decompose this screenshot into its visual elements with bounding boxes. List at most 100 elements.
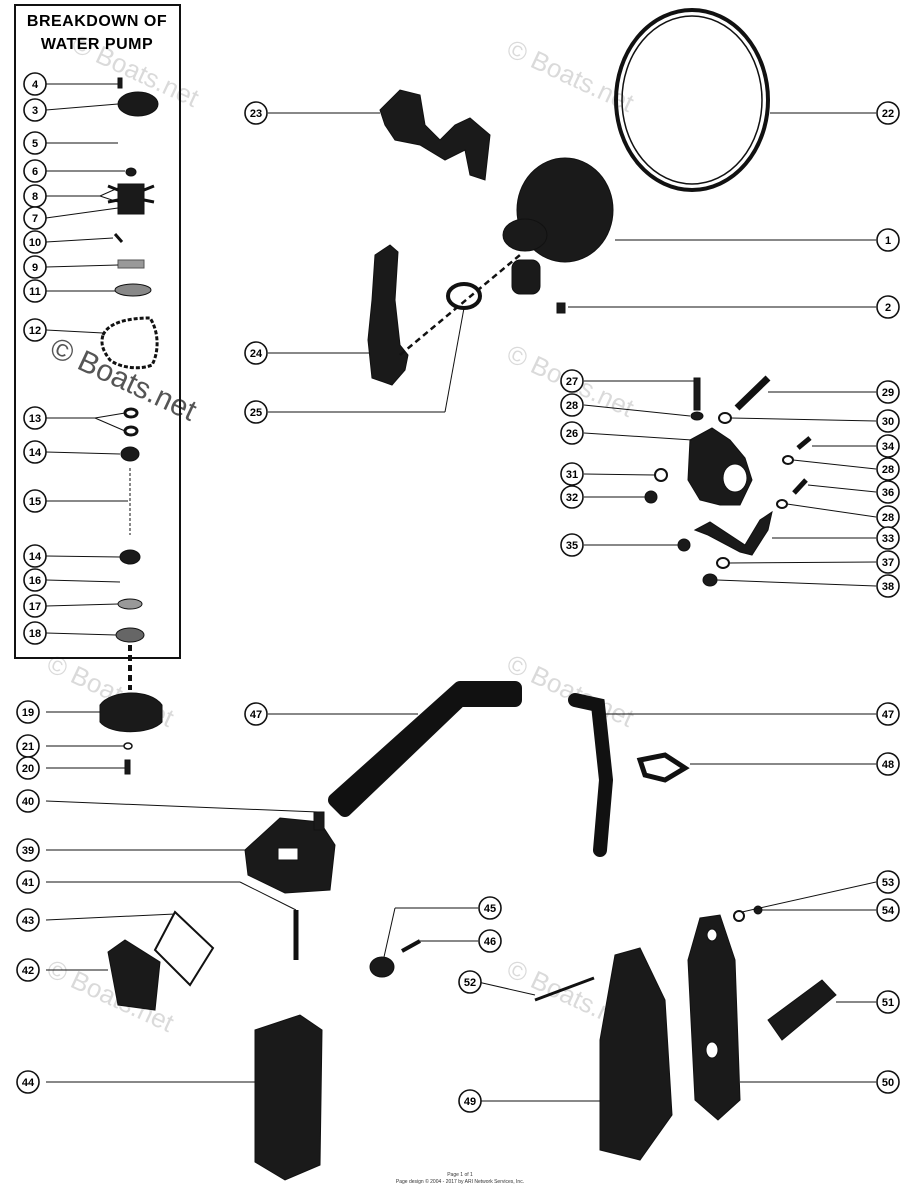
callout-number: 26: [566, 428, 578, 440]
callout-number: 19: [22, 707, 34, 719]
key-part-6: [125, 167, 137, 177]
callout-number: 31: [566, 469, 578, 481]
callout-51: 51: [876, 990, 900, 1014]
callout-number: 7: [32, 213, 38, 225]
plate-hole-top: [706, 928, 718, 942]
callout-circle: [23, 131, 47, 155]
callout-32: 32: [560, 485, 584, 509]
nut-part-32: [644, 490, 658, 504]
dashed-hose-line: [399, 254, 521, 356]
callout-circle: [23, 230, 47, 254]
washer-part-37: [716, 557, 730, 569]
callout-circle: [23, 440, 47, 464]
callout-circle: [458, 1089, 482, 1113]
impeller-vanes: [107, 184, 155, 204]
callout-number: 2: [885, 302, 891, 314]
screw-part-36: [792, 478, 808, 495]
callout-circle: [876, 574, 900, 598]
plate-part-9: [117, 259, 145, 269]
callout-36: 36: [876, 480, 900, 504]
callout-number: 8: [32, 191, 38, 203]
watermark-text: © Boats.net: [502, 648, 639, 733]
callout-number: 39: [22, 845, 34, 857]
ring-part-13b: [123, 425, 139, 437]
callout-circle: [16, 958, 40, 982]
callout-28: 28: [876, 505, 900, 529]
callout-circle: [23, 621, 47, 645]
callout-circle: [23, 279, 47, 303]
callout-17: 17: [23, 594, 47, 618]
callout-number: 10: [29, 237, 41, 249]
callout-number: 34: [882, 441, 895, 453]
callout-29: 29: [876, 380, 900, 404]
callout-13: 13: [23, 406, 47, 430]
callout-circle: [16, 908, 40, 932]
callout-30: 30: [876, 409, 900, 433]
callout-number: 50: [882, 1077, 894, 1089]
plate-part-42: [107, 939, 161, 1011]
callout-11: 11: [23, 279, 47, 303]
callout-14: 14: [23, 544, 47, 568]
callout-37: 37: [876, 550, 900, 574]
callout-number: 25: [250, 407, 262, 419]
callout-circle: [16, 838, 40, 862]
housing-part-18: [115, 627, 145, 643]
o-ring-inner: [621, 15, 763, 185]
callout-27: 27: [560, 369, 584, 393]
callout-number: 40: [22, 796, 34, 808]
washer-part-28b: [782, 455, 794, 465]
callout-circle: [876, 409, 900, 433]
callout-50: 50: [876, 1070, 900, 1094]
callout-43: 43: [16, 908, 40, 932]
bolt-part-29: [734, 375, 771, 411]
callout-circle: [876, 550, 900, 574]
screw-part-34: [796, 436, 812, 450]
callout-circle: [560, 369, 584, 393]
callout-circle: [876, 480, 900, 504]
callout-14: 14: [23, 440, 47, 464]
callout-number: 44: [22, 1077, 35, 1089]
callout-number: 22: [882, 108, 894, 120]
callout-31: 31: [560, 462, 584, 486]
callout-35: 35: [560, 533, 584, 557]
callout-circle: [16, 870, 40, 894]
callout-25: 25: [244, 400, 268, 424]
callout-number: 45: [484, 903, 496, 915]
bracket-bore: [722, 463, 748, 493]
callout-42: 42: [16, 958, 40, 982]
callout-circle: [23, 406, 47, 430]
callout-number: 24: [250, 348, 263, 360]
callout-number: 53: [882, 877, 894, 889]
callout-circle: [560, 462, 584, 486]
screw-part-4: [117, 77, 123, 89]
callout-19: 19: [16, 700, 40, 724]
callout-number: 5: [32, 138, 38, 150]
panel-border: [14, 4, 181, 659]
callouts: 4356871091112131415141617181921204039414…: [16, 72, 900, 1113]
gasket-part-11: [114, 283, 152, 297]
nut-part-38: [702, 573, 718, 587]
callout-number: 47: [250, 709, 262, 721]
callout-circle: [876, 990, 900, 1014]
pump-outlet: [511, 259, 541, 295]
hose-part-47a: [328, 681, 522, 817]
callout-circle: [23, 159, 47, 183]
callout-number: 9: [32, 262, 38, 274]
callout-number: 47: [882, 709, 894, 721]
callout-number: 17: [29, 601, 41, 613]
nut-part-54: [753, 905, 763, 915]
callout-18: 18: [23, 621, 47, 645]
callout-20: 20: [16, 756, 40, 780]
screw-part-20: [124, 759, 131, 775]
callout-21: 21: [16, 734, 40, 758]
callout-23: 23: [244, 101, 268, 125]
callout-circle: [23, 98, 47, 122]
cover-part-3: [117, 91, 159, 117]
callout-34: 34: [876, 434, 900, 458]
callout-7: 7: [23, 206, 47, 230]
callout-number: 4: [32, 79, 39, 91]
callout-circle: [560, 421, 584, 445]
callout-circle: [560, 533, 584, 557]
callout-circle: [560, 485, 584, 509]
callout-5: 5: [23, 131, 47, 155]
